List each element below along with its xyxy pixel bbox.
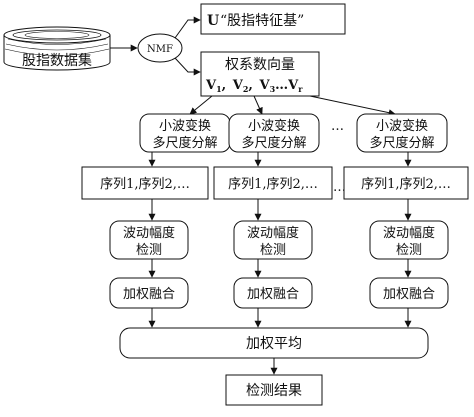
weighted-average-box: 加权平均 — [119, 327, 429, 359]
wavelet-decomposition-box — [356, 113, 448, 153]
nmf-label: NMF — [147, 44, 173, 55]
detection-label-line1: 波动幅度 — [123, 225, 175, 241]
fluctuation-detection-box — [109, 220, 189, 260]
average-label: 加权平均 — [246, 336, 302, 352]
detection-label-line2: 检测 — [260, 243, 286, 258]
sequence-label: 序列1,序列2,… — [100, 177, 190, 192]
detection-label-line2: 检测 — [396, 243, 422, 258]
u-feature-basis-box: U “股指特征基” — [200, 3, 346, 35]
branch-column-2: 小波变换 多尺度分解 序列1,序列2,… 波动幅度 检测 加权融合 — [213, 113, 333, 328]
result-label: 检测结果 — [246, 383, 302, 399]
fusion-label: 加权融合 — [383, 286, 435, 302]
detection-label-line2: 检测 — [136, 243, 162, 258]
wavelet-label-line2: 多尺度分解 — [152, 135, 217, 151]
fusion-label: 加权融合 — [247, 286, 299, 302]
sequence-box — [213, 166, 333, 200]
wavelet-label-line2: 多尺度分解 — [369, 135, 434, 151]
v-vector-list: V1, V2, V3…Vr — [205, 78, 303, 94]
detection-label-line1: 波动幅度 — [247, 225, 299, 241]
arrow-nmf-to-v — [174, 57, 201, 76]
wavelet-label-line1: 小波变换 — [248, 118, 300, 134]
sequence-label: 序列1,序列2,… — [361, 177, 451, 192]
detection-label-line1: 波动幅度 — [383, 225, 435, 241]
arrow-nmf-to-u — [174, 16, 201, 39]
weighted-fusion-box — [233, 277, 313, 309]
sequence-box — [343, 166, 469, 200]
database-label: 股指数据集 — [22, 52, 92, 69]
weighted-fusion-box — [109, 277, 189, 309]
weighted-fusion-box — [369, 277, 449, 309]
wavelet-label-line2: 多尺度分解 — [241, 135, 306, 151]
nmf-node: NMF — [137, 33, 183, 63]
wavelet-label-line1: 小波变换 — [159, 118, 211, 134]
branch-column-1: 小波变换 多尺度分解 序列1,序列2,… 波动幅度 检测 加权融合 — [81, 113, 231, 328]
ellipsis-mark-sequence: … — [333, 180, 346, 195]
ellipsis-mark-wavelet: … — [331, 119, 344, 134]
sequence-label: 序列1,序列2,… — [228, 177, 318, 192]
u-label: “股指特征基” — [220, 12, 304, 29]
wavelet-decomposition-box — [228, 113, 320, 153]
database-cylinder: 股指数据集 — [3, 26, 111, 71]
u-prefix: U — [207, 13, 219, 29]
fusion-label: 加权融合 — [123, 286, 175, 302]
arrow-v-to-branch-1 — [189, 95, 213, 115]
detection-result-box: 检测结果 — [225, 374, 323, 406]
v-box-title: 权系数向量 — [225, 57, 295, 73]
sequence-box — [81, 166, 209, 200]
branch-column-3: 小波变换 多尺度分解 序列1,序列2,… 波动幅度 检测 加权融合 — [343, 113, 469, 328]
fluctuation-detection-box — [369, 220, 449, 260]
fluctuation-detection-box — [233, 220, 313, 260]
arrow-v-to-branch-2 — [253, 95, 263, 115]
wavelet-label-line1: 小波变换 — [376, 118, 428, 134]
weight-vector-box: 权系数向量 V1, V2, V3…Vr — [200, 51, 320, 97]
arrow-v-to-branch-3 — [309, 95, 396, 117]
